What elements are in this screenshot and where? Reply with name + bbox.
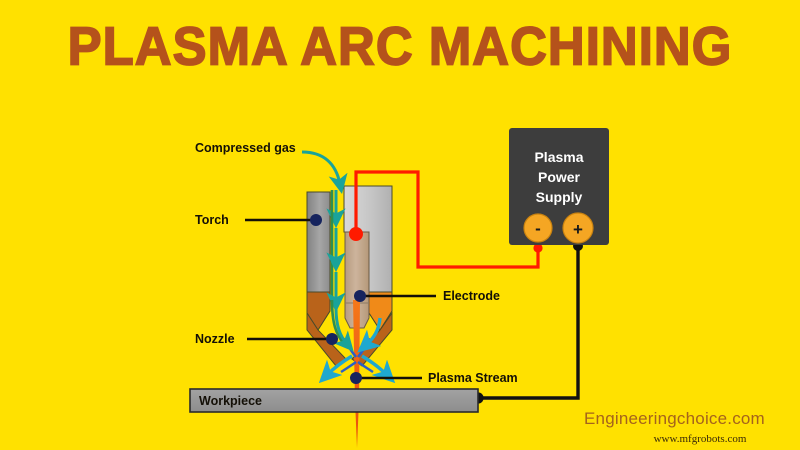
workpiece-label: Workpiece [199,394,262,408]
workpiece-bar [189,388,479,413]
torch-label: Torch [195,213,229,227]
plasma-stream-label: Plasma Stream [428,371,518,385]
callout-plasma-stream: Plasma Stream [350,371,518,385]
callout-electrode: Electrode [354,289,500,303]
plasma-fan-arrow-left [318,354,353,384]
plasma-fan-arrow-right [361,354,396,384]
callout-compressed-gas: Compressed gas [195,141,296,155]
primary-watermark: Engineeringchoice.com [584,409,765,428]
negative-wire [349,170,543,269]
electrode-body [344,231,370,329]
nozzle-label: Nozzle [195,332,235,346]
gas-inlet-arrow [301,150,348,195]
plasma-stream-leader-dot [350,372,362,384]
secondary-watermark: www.mfgrobots.com [654,433,747,445]
positive-terminal-symbol: + [573,220,583,239]
arc-curve-lower-right [357,361,374,373]
page-title: PLASMA ARC MACHINING [67,17,733,78]
electrode-label: Electrode [443,289,500,303]
compressed-gas-flow [301,150,396,384]
electrode-terminal-dot [349,227,363,241]
torch-leader-dot [310,214,322,226]
positive-terminal[interactable] [562,212,594,244]
nozzle-leader-dot [326,333,338,345]
electrode-leader-dot [354,290,366,302]
callout-nozzle: Nozzle [195,332,338,346]
negative-terminal-symbol: - [535,219,541,238]
power-supply-line-1: Plasma [534,149,583,165]
power-supply-line-2: Power [538,169,581,185]
gas-arrow-right [357,317,382,353]
plasma-power-supply[interactable]: Plasma Power Supply - + [509,128,609,245]
negative-terminal-dot [533,243,543,253]
arc-curve-lower-left [340,361,357,373]
callout-torch: Torch [195,213,322,227]
positive-wire-path [478,243,580,400]
compressed-gas-label: Compressed gas [195,141,296,155]
power-supply-line-3: Supply [536,189,583,205]
gas-arrow-4 [333,307,354,352]
negative-terminal[interactable] [523,213,553,243]
negative-wire-path [354,170,540,269]
workpiece-group: Workpiece [189,388,479,413]
nozzle-tip-left [306,291,331,331]
